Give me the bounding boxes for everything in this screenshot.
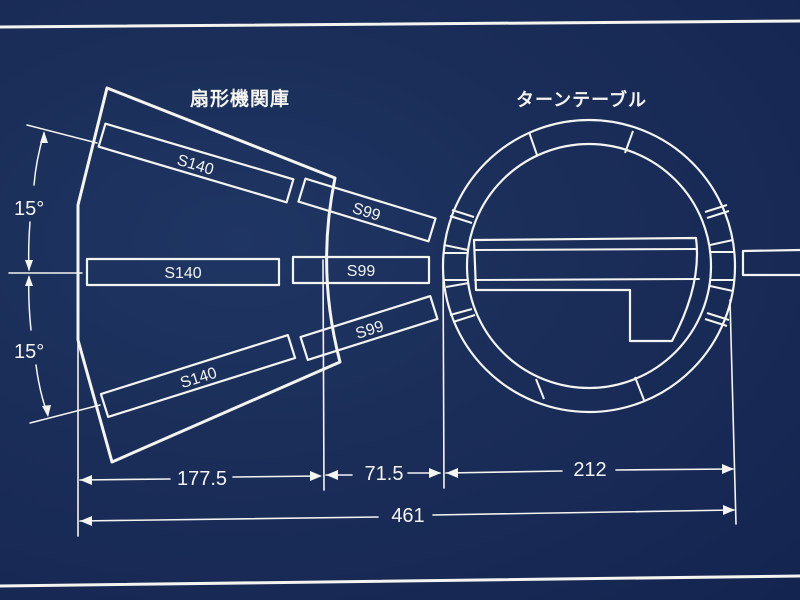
dim-turntable-label: 212 [573, 459, 606, 481]
upper-track-group: S140 S99 [97, 122, 437, 243]
dimension-lines: 177.5 71.5 212 461 [77, 259, 737, 537]
angle-upper-label: 15° [14, 198, 44, 220]
dim-total-label: 461 [391, 505, 424, 527]
turntable-bridge [472, 236, 699, 343]
roundhouse-outline [76, 86, 342, 464]
top-border-line [0, 19, 800, 29]
track-s140-lower [99, 333, 297, 419]
angle-lower-label: 15° [14, 341, 44, 363]
turntable-outer-ring [441, 118, 737, 414]
turntable [441, 118, 737, 414]
turntable-inner-ring [465, 142, 713, 390]
track-s99-lower [299, 295, 439, 361]
track-s140-upper [97, 122, 295, 204]
track-s99-upper-label: S99 [350, 200, 382, 225]
track-s99-middle [291, 255, 431, 285]
arrowhead-icon [42, 405, 51, 417]
track-s99-upper [297, 177, 437, 243]
track-s140-middle-label: S140 [164, 265, 201, 282]
track-s99-lower-label: S99 [354, 318, 386, 343]
arrowhead-icon [25, 260, 33, 271]
arrowhead-icon [40, 131, 48, 143]
middle-track-group: S140 S99 [85, 255, 431, 287]
track-s140-middle [85, 257, 281, 287]
turntable-title: ターンテーブル [516, 90, 648, 111]
roundhouse-title: 扇形機関庫 [190, 88, 291, 110]
dim-roundhouse-label: 177.5 [177, 468, 227, 490]
angle-annotations: 15° 15° [8, 124, 101, 424]
track-s99-middle-label: S99 [347, 263, 376, 280]
arrowhead-icon [25, 275, 33, 286]
bottom-border-line [0, 574, 800, 588]
exit-track [741, 248, 800, 277]
dim-gap-label: 71.5 [365, 463, 404, 485]
lower-track-group: S140 S99 [99, 295, 439, 419]
